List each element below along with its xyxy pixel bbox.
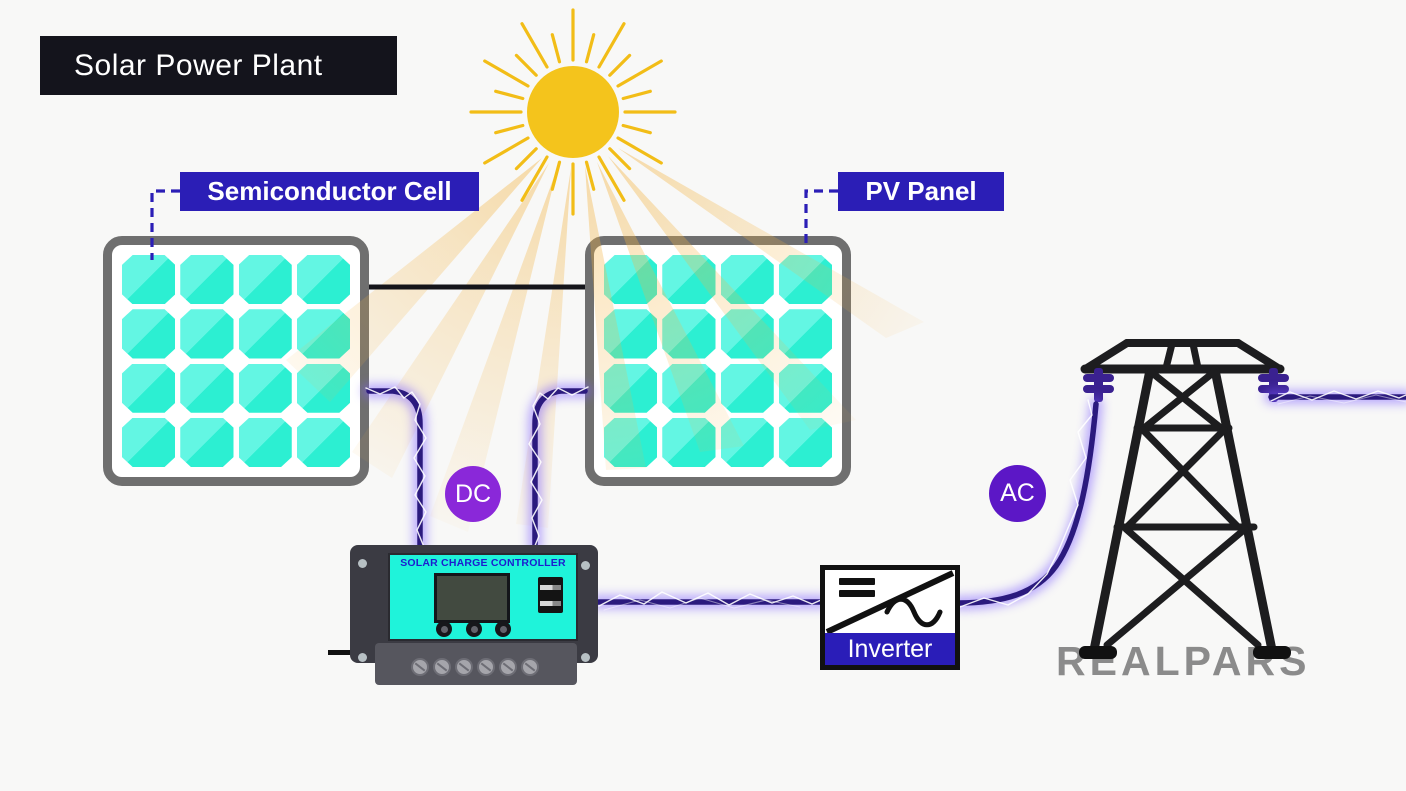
solar-cell (720, 417, 774, 467)
page-title: Solar Power Plant (74, 48, 323, 82)
solar-cell (238, 417, 292, 467)
controller-terminal-strip (375, 643, 577, 685)
controller-button (466, 621, 482, 637)
realpars-watermark: REALPARS (1056, 638, 1311, 684)
transmission-tower-icon (1079, 339, 1291, 659)
solar-cell (238, 363, 292, 413)
solar-panel-right (585, 236, 851, 486)
controller-button (436, 621, 452, 637)
solar-cell (604, 255, 658, 305)
wire-left-panel-to-controller (366, 388, 423, 550)
solar-cell (180, 417, 234, 467)
dc-badge-text: DC (454, 479, 492, 508)
pv-panel-label: PV Panel (838, 172, 1004, 211)
inverter-label-text: Inverter (847, 634, 933, 663)
solar-cell (296, 255, 350, 305)
solar-cell (720, 255, 774, 305)
solar-cell (720, 309, 774, 359)
controller-faceplate: SOLAR CHARGE CONTROLLER (388, 553, 578, 641)
semiconductor-cell-label-text: Semiconductor Cell (207, 176, 452, 206)
controller-title: SOLAR CHARGE CONTROLLER (400, 557, 566, 569)
solar-panel-left (103, 236, 369, 486)
solar-cell (778, 363, 832, 413)
solar-cell (122, 309, 176, 359)
solar-cell (296, 309, 350, 359)
solar-cell (662, 417, 716, 467)
dc-badge: DC (445, 466, 501, 522)
solar-cell (604, 309, 658, 359)
ac-badge-text: AC (1000, 479, 1035, 507)
solar-cell (122, 255, 176, 305)
controller-wire-stub (328, 650, 352, 655)
solar-cell (662, 255, 716, 305)
solar-cell (180, 363, 234, 413)
ac-badge: AC (989, 465, 1046, 522)
solar-cell (778, 255, 832, 305)
diagram-title-box: Solar Power Plant (40, 36, 397, 95)
solar-cell (238, 309, 292, 359)
sun-icon (469, 8, 677, 216)
solar-panel-right-grid (604, 255, 832, 467)
solar-cell (604, 417, 658, 467)
solar-cell (720, 363, 774, 413)
mounting-hole-icon (581, 561, 590, 570)
mounting-hole-icon (358, 559, 367, 568)
solar-cell (180, 255, 234, 305)
solar-cell (122, 363, 176, 413)
solar-charge-controller: SOLAR CHARGE CONTROLLER (328, 545, 598, 687)
controller-button (495, 621, 511, 637)
usb-ports-icon (538, 577, 563, 613)
solar-panel-left-grid (122, 255, 350, 467)
solar-cell (662, 363, 716, 413)
solar-cell (122, 417, 176, 467)
inverter-label: Inverter (825, 633, 955, 665)
solar-cell (778, 309, 832, 359)
inverter-symbol-icon (825, 570, 955, 634)
solar-cell (296, 363, 350, 413)
solar-cell (238, 255, 292, 305)
inverter-box: Inverter (820, 565, 960, 670)
solar-cell (180, 309, 234, 359)
mounting-hole-icon (358, 653, 367, 662)
solar-cell (662, 309, 716, 359)
wire-right-panel-to-controller (532, 388, 588, 550)
solar-cell (296, 417, 350, 467)
lcd-screen-icon (434, 573, 510, 623)
semiconductor-cell-label: Semiconductor Cell (180, 172, 479, 211)
pv-panel-label-text: PV Panel (865, 176, 977, 206)
solar-cell (778, 417, 832, 467)
insulator-icon (1083, 368, 1289, 402)
solar-cell (604, 363, 658, 413)
mounting-hole-icon (581, 653, 590, 662)
